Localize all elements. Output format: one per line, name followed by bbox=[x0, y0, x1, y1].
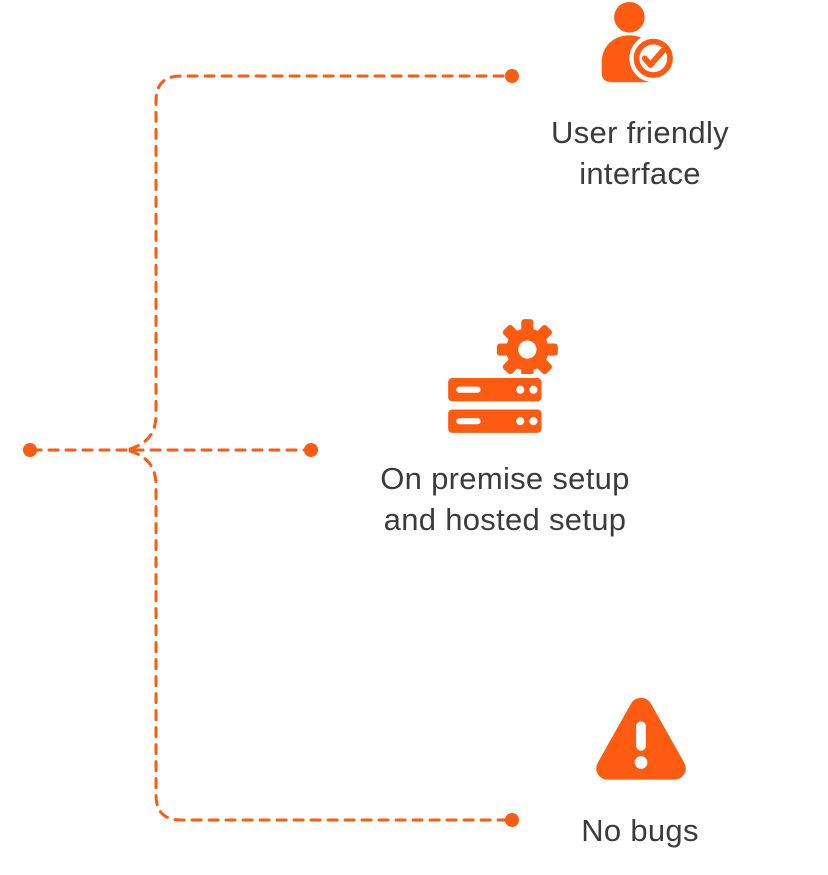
feature-label-on-premise: On premise setup and hosted setup bbox=[320, 458, 690, 540]
feature-label-line: interface bbox=[579, 156, 701, 191]
feature-label-line: No bugs bbox=[581, 813, 699, 848]
connector-bottom bbox=[128, 449, 508, 822]
warning-triangle-icon bbox=[592, 686, 690, 790]
dot-middle bbox=[304, 443, 318, 457]
dot-top bbox=[505, 69, 519, 83]
feature-label-line: On premise setup bbox=[380, 461, 630, 496]
server-gear-icon bbox=[438, 310, 570, 444]
user-check-icon bbox=[595, 0, 681, 88]
connector-top bbox=[128, 74, 508, 451]
feature-label-line: and hosted setup bbox=[383, 502, 627, 537]
dot-root bbox=[23, 443, 37, 457]
feature-label-user-friendly: User friendly interface bbox=[480, 112, 800, 194]
dot-bottom bbox=[505, 813, 519, 827]
feature-label-line: User friendly bbox=[551, 115, 729, 150]
feature-label-no-bugs: No bugs bbox=[540, 810, 740, 851]
